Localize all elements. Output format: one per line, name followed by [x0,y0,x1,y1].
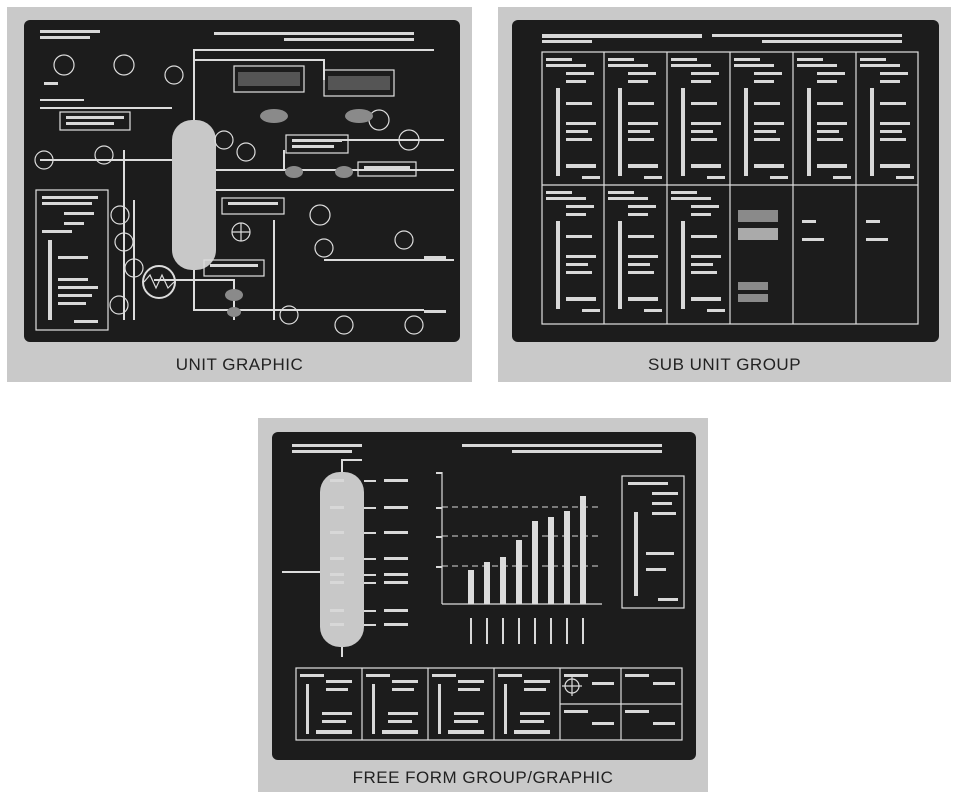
faceplate-bar [504,684,507,734]
faceplate-bar [438,684,441,734]
faceplate-bar [870,88,874,176]
faceplate-bar [681,88,685,176]
faceplate-bar [807,88,811,176]
faceplate-tag [608,191,634,194]
temperature-bar [580,496,586,604]
arrow-indicator [470,618,472,644]
profile-value [384,557,408,560]
faceplate-bar [306,684,309,734]
arrow-indicator [534,618,536,644]
temperature-bar [468,570,474,604]
free-form-screen [272,432,696,760]
faceplate-bar [681,221,685,309]
unit-graphic-screen [24,20,460,342]
faceplate-bar [556,88,560,176]
profile-value [384,531,408,534]
heat-exchanger-icon [142,265,176,299]
temperature-bar [484,562,490,604]
faceplate-bar [618,88,622,176]
temperature-bar [548,517,554,604]
arrow-indicator [486,618,488,644]
distillation-column-icon [172,120,216,270]
faceplate-bar [372,684,375,734]
temperature-bar [500,557,506,604]
arrow-indicator [518,618,520,644]
faceplate-tag [498,674,522,677]
faceplate-bar [618,221,622,309]
temperature-bars [436,472,586,604]
faceplate-tag [546,191,572,194]
sub-unit-group-caption: SUB UNIT GROUP [647,355,802,374]
profile-value [384,609,408,612]
arrow-indicator [502,618,504,644]
profile-value [384,506,408,509]
temperature-bar [516,540,522,604]
faceplate-tag [734,58,760,61]
free-form-caption: FREE FORM GROUP/GRAPHIC [352,768,614,787]
profile-value [384,479,408,482]
profile-value [384,581,408,584]
faceplate-tag [860,58,886,61]
faceplate-panel [621,475,685,609]
faceplate-tag [671,191,697,194]
profile-value [384,573,408,576]
faceplate-bar [556,221,560,309]
sub-unit-group-screen [512,20,939,342]
faceplate-tag [366,674,390,677]
temperature-bar [564,511,570,604]
faceplate-tag [797,58,823,61]
faceplate-panel [35,189,109,331]
temperature-bar [532,521,538,604]
faceplate-tag [300,674,324,677]
sub-unit-group-display [541,34,919,325]
profile-value [384,623,408,626]
free-form-display [282,444,685,741]
unit-graphic-display [34,30,454,335]
arrow-indicator [550,618,552,644]
faceplate-tag [546,58,572,61]
unit-graphic-caption: UNIT GRAPHIC [175,355,304,374]
faceplate-tag [432,674,456,677]
faceplate-tag [608,58,634,61]
faceplate-bar [744,88,748,176]
instrument-pc-icon [53,54,75,76]
arrow-indicator [582,618,584,644]
faceplate-tag [671,58,697,61]
arrow-indicator [566,618,568,644]
